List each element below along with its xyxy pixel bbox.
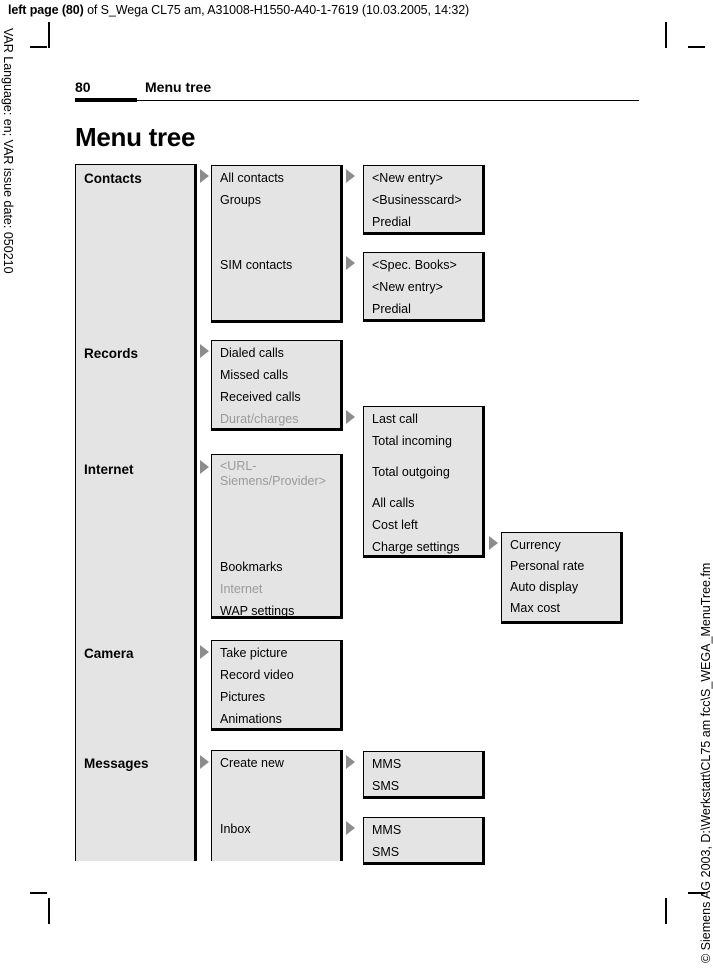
menu-item-sms[interactable]: SMS	[372, 779, 400, 793]
menu-item-wap-settings[interactable]: WAP settings	[220, 604, 295, 618]
triangle-right-icon	[200, 645, 209, 659]
copyright-sidenote: © Siemens AG 2003, D:\Werkstatt\CL75 am …	[699, 562, 713, 963]
menu-item-spec-books[interactable]: <Spec. Books>	[372, 258, 457, 272]
menu-item-inbox[interactable]: Inbox	[220, 822, 251, 836]
print-header-bold: left page (80)	[8, 3, 84, 17]
menu-item-currency[interactable]: Currency	[510, 538, 561, 552]
page-title: Menu tree	[75, 122, 196, 152]
crop-mark-bottom-right-vertical	[665, 898, 667, 924]
menu-item-record-video[interactable]: Record video	[220, 668, 294, 682]
menu-item-received-calls[interactable]: Received calls	[220, 390, 301, 404]
menu-item-auto-display[interactable]: Auto display	[510, 580, 579, 594]
menu-item-predial[interactable]: Predial	[372, 215, 411, 229]
menu-item-new-entry[interactable]: <New entry>	[372, 171, 443, 185]
print-header-rest: of S_Wega CL75 am, A31008-H1550-A40-1-76…	[83, 3, 470, 17]
menu-item-take-picture[interactable]: Take picture	[220, 646, 288, 660]
contacts-level3-newentry-box: <New entry> <Businesscard> Predial	[363, 165, 485, 235]
menu-item-businesscard[interactable]: <Businesscard>	[372, 193, 462, 207]
contacts-level3-sim-box: <Spec. Books> <New entry> Predial	[363, 252, 485, 322]
triangle-right-icon	[346, 410, 355, 424]
messages-level3-createnew-box: MMS SMS	[363, 751, 485, 799]
menu-item-all-calls[interactable]: All calls	[372, 496, 415, 510]
header-rule-accent	[75, 98, 137, 102]
menu-item-personal-rate[interactable]: Personal rate	[510, 559, 585, 573]
crop-mark-top-left-vertical	[48, 22, 50, 48]
crop-mark-bottom-right-horizontal	[688, 892, 705, 894]
menu-item-missed-calls[interactable]: Missed calls	[220, 368, 289, 382]
triangle-right-icon	[200, 169, 209, 183]
header-rule	[75, 100, 639, 102]
print-header: left page (80) of S_Wega CL75 am, A31008…	[8, 0, 469, 20]
sidebar-item-camera[interactable]: Camera	[84, 646, 134, 661]
menu-item-max-cost[interactable]: Max cost	[510, 601, 561, 615]
sidebar-item-internet[interactable]: Internet	[84, 462, 134, 477]
camera-level2-box: Take picture Record video Pictures Anima…	[211, 640, 343, 731]
menu-item-bookmarks[interactable]: Bookmarks	[220, 560, 283, 574]
records-level2-box: Dialed calls Missed calls Received calls…	[211, 340, 343, 431]
menu-item-last-call[interactable]: Last call	[372, 412, 418, 426]
menu-item-total-incoming[interactable]: Total incoming	[372, 434, 452, 448]
menu-item-new-entry[interactable]: <New entry>	[372, 280, 443, 294]
menu-item-mms[interactable]: MMS	[372, 757, 402, 771]
menu-item-sim-contacts[interactable]: SIM contacts	[220, 258, 293, 272]
triangle-right-icon	[489, 536, 498, 550]
sidebar-item-messages[interactable]: Messages	[84, 756, 149, 771]
triangle-right-icon	[346, 821, 355, 835]
triangle-right-icon	[200, 460, 209, 474]
menu-item-pictures[interactable]: Pictures	[220, 690, 266, 704]
var-language-sidenote: VAR Language: en; VAR issue date: 050210	[1, 28, 15, 274]
menu-item-charge-settings[interactable]: Charge settings	[372, 540, 460, 554]
triangle-right-icon	[346, 256, 355, 270]
messages-level2-box: Create new Inbox	[211, 750, 343, 861]
menu-item-animations[interactable]: Animations	[220, 712, 282, 726]
records-level3-box: Last call Total incoming Total outgoing …	[363, 406, 485, 558]
chapter-name: Menu tree	[145, 79, 212, 95]
sidebar-item-records[interactable]: Records	[84, 346, 139, 361]
crop-mark-top-right-vertical	[665, 22, 667, 48]
contacts-level2-box: All contacts Groups SIM contacts	[211, 165, 343, 323]
menu-item-mms[interactable]: MMS	[372, 823, 402, 837]
menu-item-dialed-calls[interactable]: Dialed calls	[220, 346, 284, 360]
menu-item-create-new[interactable]: Create new	[220, 756, 284, 770]
crop-mark-top-left-horizontal	[30, 46, 47, 48]
menu-item-cost-left[interactable]: Cost left	[372, 518, 418, 532]
internet-level2-box: <URL-Siemens/Provider> Bookmarks Interne…	[211, 454, 343, 619]
triangle-right-icon	[200, 344, 209, 358]
menu-item-total-outgoing[interactable]: Total outgoing	[372, 465, 450, 479]
crop-mark-bottom-left-horizontal	[30, 892, 47, 894]
menu-item-groups[interactable]: Groups	[220, 193, 261, 207]
menu-item-durat-charges[interactable]: Durat/charges	[220, 412, 299, 426]
triangle-right-icon	[200, 755, 209, 769]
menu-item-internet[interactable]: Internet	[220, 582, 263, 596]
records-level4-charge-settings-box: Currency Personal rate Auto display Max …	[501, 532, 623, 624]
triangle-right-icon	[346, 755, 355, 769]
sidebar-item-contacts[interactable]: Contacts	[84, 171, 142, 186]
triangle-right-icon	[346, 169, 355, 183]
crop-mark-bottom-left-vertical	[48, 898, 50, 924]
menu-item-all-contacts[interactable]: All contacts	[220, 171, 284, 185]
messages-level3-inbox-box: MMS SMS	[363, 817, 485, 865]
level1-menu-column: Contacts Records Internet Camera Message…	[75, 164, 197, 861]
menu-item-predial[interactable]: Predial	[372, 302, 411, 316]
page-number: 80	[75, 79, 91, 95]
crop-mark-top-right-horizontal	[688, 46, 705, 48]
menu-item-sms[interactable]: SMS	[372, 845, 400, 859]
menu-item-url-siemens-provider[interactable]: <URL-Siemens/Provider>	[220, 459, 326, 488]
